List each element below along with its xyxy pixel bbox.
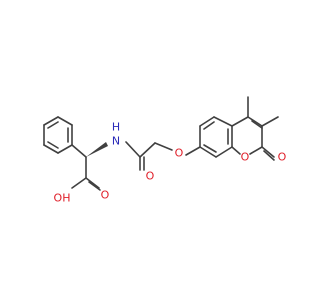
atom-hydrogen: H xyxy=(112,121,120,134)
bond-amide-ch2 xyxy=(139,142,156,158)
pyrone-ring xyxy=(231,116,263,155)
molecule-structure: N H O O O O O OH xyxy=(43,96,287,205)
coumarin-benzene-ring xyxy=(199,116,233,158)
bond xyxy=(231,146,241,155)
bond-inner xyxy=(47,121,59,129)
bond-phenyl-alpha xyxy=(71,144,87,158)
bond xyxy=(215,146,233,158)
bond xyxy=(199,146,217,158)
atom-carbonyl-oxygen: O xyxy=(278,151,287,164)
bond xyxy=(231,116,249,127)
bond-inner xyxy=(203,144,217,153)
atom-acid-hydroxyl: OH xyxy=(54,192,71,205)
bond-inner xyxy=(203,121,215,130)
bond-inner xyxy=(47,141,59,149)
bond-o-c7 xyxy=(185,146,201,156)
bond xyxy=(57,116,73,126)
bond xyxy=(247,116,263,127)
bond-c-o xyxy=(85,177,100,189)
phenyl-ring xyxy=(43,116,73,154)
bond-c-o-double xyxy=(88,181,101,191)
bond-lactone-co-double xyxy=(263,150,275,161)
bond xyxy=(43,144,59,154)
bond-c-oh xyxy=(71,177,87,189)
atom-acid-oxygen: O xyxy=(101,189,110,202)
bond-inner xyxy=(251,120,263,129)
bond xyxy=(199,116,215,127)
atom-nitrogen: N xyxy=(112,135,120,148)
atom-amide-oxygen: O xyxy=(146,170,155,183)
bond-ch2-o xyxy=(154,142,173,151)
bond-methyl-c3 xyxy=(261,116,279,127)
bond xyxy=(249,146,263,155)
bond-n-amide xyxy=(125,141,141,158)
molecule-canvas: N H O O O O O OH xyxy=(43,96,287,205)
wedge-bond-alpha-n xyxy=(86,142,108,157)
bond xyxy=(213,116,233,127)
bond xyxy=(43,116,59,126)
bond xyxy=(57,144,73,154)
bond-lactone-co xyxy=(261,146,275,158)
atom-lactone-oxygen: O xyxy=(241,151,250,164)
atom-ether-oxygen: O xyxy=(175,147,184,160)
